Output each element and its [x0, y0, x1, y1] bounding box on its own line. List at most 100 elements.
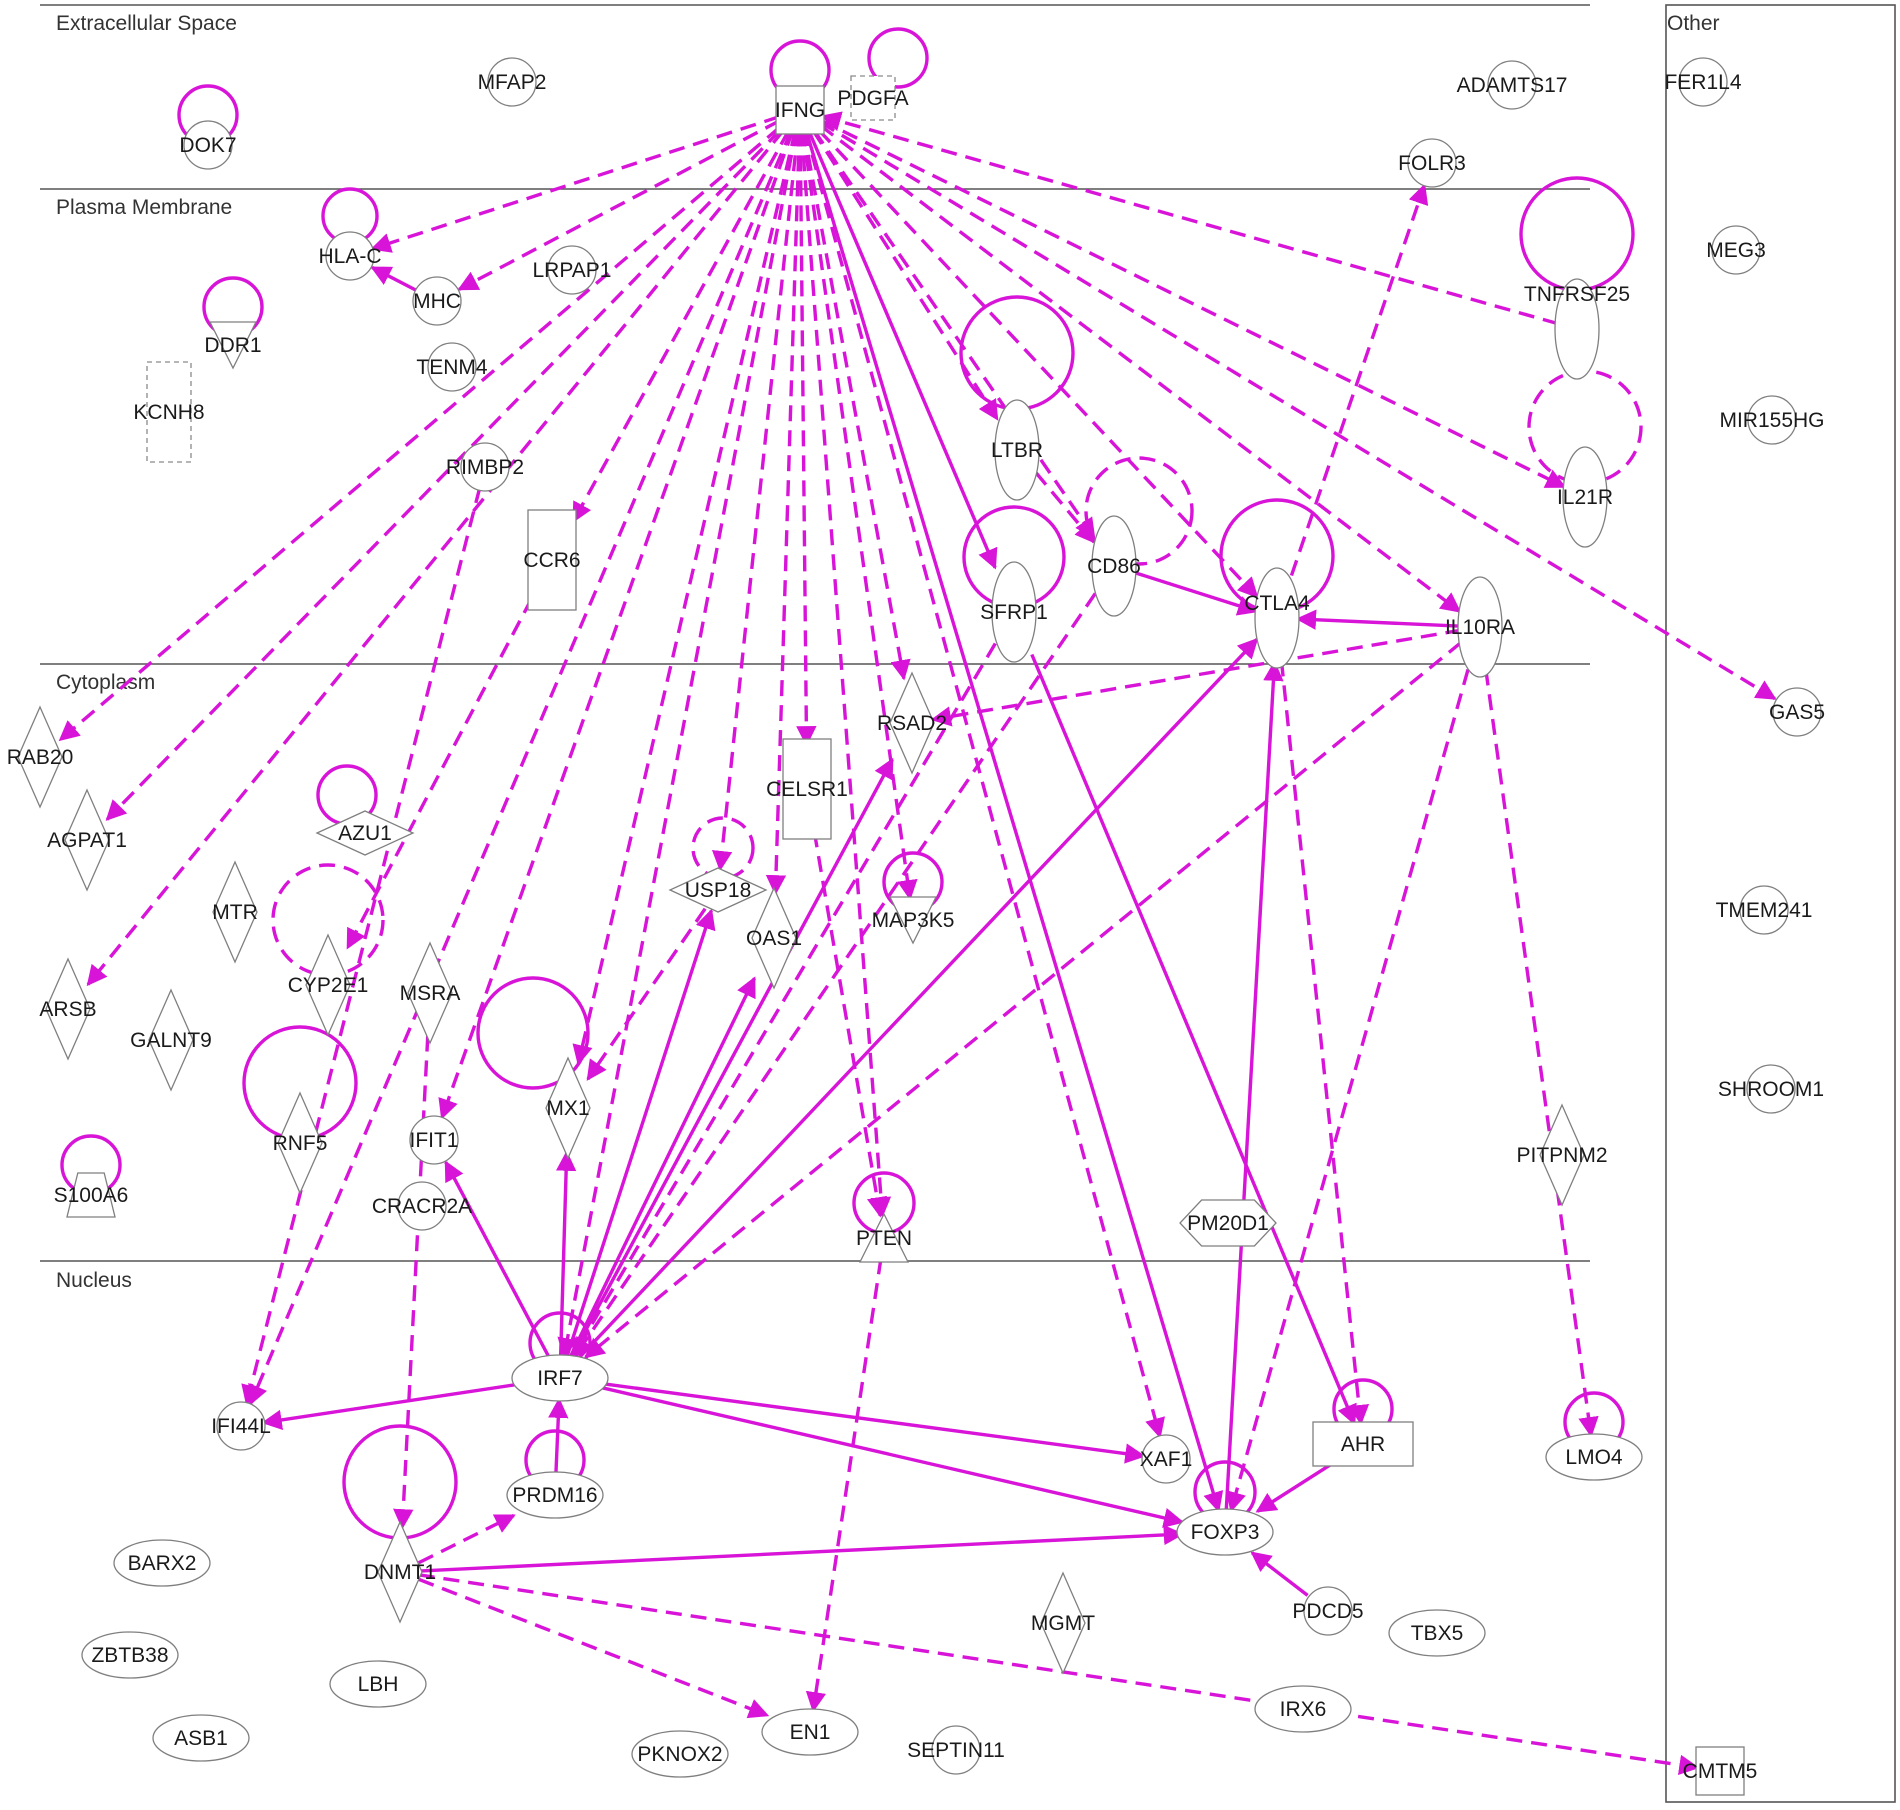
node-dnmt1[interactable]: DNMT1: [364, 1520, 436, 1624]
node-mx1[interactable]: MX1: [545, 1056, 591, 1160]
node-dok7[interactable]: DOK7: [179, 120, 237, 170]
node-mhc[interactable]: MHC: [412, 276, 462, 326]
node-rab20[interactable]: RAB20: [7, 705, 74, 809]
node-label-oas1: OAS1: [746, 927, 802, 950]
node-mir155hg[interactable]: MIR155HG: [1719, 395, 1825, 445]
node-en1[interactable]: EN1: [761, 1708, 859, 1756]
node-tnfrsf25[interactable]: TNFRSF25: [1524, 278, 1630, 380]
edge-ifng-to-ifit1: [438, 129, 795, 1120]
node-label-mgmt: MGMT: [1031, 1612, 1095, 1635]
node-rnf5[interactable]: RNF5: [273, 1091, 328, 1195]
node-galnt9[interactable]: GALNT9: [130, 988, 212, 1092]
node-folr3[interactable]: FOLR3: [1398, 138, 1466, 188]
node-cracr2a[interactable]: CRACR2A: [372, 1181, 472, 1231]
node-shape-cmtm5: [1695, 1746, 1745, 1796]
node-pknox2[interactable]: PKNOX2: [631, 1730, 729, 1778]
node-shape-dok7: [183, 120, 233, 170]
node-mgmt[interactable]: MGMT: [1031, 1571, 1095, 1675]
node-shape-barx2: [113, 1539, 211, 1587]
node-label-adamts17: ADAMTS17: [1457, 74, 1568, 97]
node-ccr6[interactable]: CCR6: [523, 509, 581, 611]
node-irx6[interactable]: IRX6: [1254, 1685, 1352, 1733]
node-msra[interactable]: MSRA: [400, 941, 461, 1045]
node-shape-folr3: [1407, 138, 1457, 188]
node-label-rnf5: RNF5: [273, 1132, 328, 1155]
node-barx2[interactable]: BARX2: [113, 1539, 211, 1587]
node-label-ifng: IFNG: [775, 99, 825, 122]
node-meg3[interactable]: MEG3: [1706, 225, 1766, 275]
node-prdm16[interactable]: PRDM16: [506, 1471, 604, 1519]
node-zbtb38[interactable]: ZBTB38: [81, 1631, 179, 1679]
node-usp18[interactable]: USP18: [668, 867, 768, 913]
node-shroom1[interactable]: SHROOM1: [1718, 1064, 1824, 1114]
node-label-rab20: RAB20: [7, 746, 74, 769]
node-shape-celsr1: [782, 738, 832, 840]
node-shape-usp18: [668, 867, 768, 913]
node-pten[interactable]: PTEN: [856, 1212, 912, 1263]
node-xaf1[interactable]: XAF1: [1140, 1434, 1193, 1484]
node-label-ahr: AHR: [1341, 1433, 1385, 1456]
node-cd86[interactable]: CD86: [1087, 515, 1141, 617]
edge-usp18-to-mx1: [586, 907, 707, 1081]
node-gas5[interactable]: GAS5: [1769, 687, 1825, 737]
node-s100a6[interactable]: S100A6: [54, 1172, 129, 1218]
node-irf7[interactable]: IRF7: [511, 1354, 609, 1402]
node-arsb[interactable]: ARSB: [39, 957, 97, 1061]
node-pm20d1[interactable]: PM20D1: [1179, 1199, 1277, 1247]
node-septin11[interactable]: SEPTIN11: [907, 1725, 1005, 1775]
node-ifi44l[interactable]: IFI44L: [211, 1401, 271, 1451]
node-il21r[interactable]: IL21R: [1557, 446, 1613, 548]
node-ahr[interactable]: AHR: [1312, 1421, 1414, 1467]
node-kcnh8[interactable]: KCNH8: [133, 361, 205, 463]
edge-ahr-to-foxp3: [1255, 1461, 1335, 1513]
node-oas1[interactable]: OAS1: [746, 886, 802, 990]
node-tbx5[interactable]: TBX5: [1388, 1609, 1486, 1657]
node-foxp3[interactable]: FOXP3: [1176, 1508, 1274, 1556]
node-lmo4[interactable]: LMO4: [1545, 1433, 1643, 1481]
node-fer1l4[interactable]: FER1L4: [1664, 57, 1742, 107]
node-ddr1[interactable]: DDR1: [204, 321, 262, 370]
node-pitpnm2[interactable]: PITPNM2: [1516, 1103, 1608, 1207]
edge-irf7-to-rsad2: [569, 757, 894, 1360]
node-shape-ifng: [775, 85, 825, 135]
node-sfrp1[interactable]: SFRP1: [980, 561, 1048, 663]
node-shape-fer1l4: [1678, 57, 1728, 107]
node-rsad2[interactable]: RSAD2: [877, 671, 947, 775]
edge-irf7-to-oas1: [567, 976, 756, 1360]
node-label-lmo4: LMO4: [1565, 1446, 1623, 1469]
self-loop-cd86: [1084, 456, 1194, 566]
node-shape-cracr2a: [397, 1181, 447, 1231]
node-agpat1[interactable]: AGPAT1: [47, 788, 127, 892]
node-ifng[interactable]: IFNG: [775, 85, 825, 135]
node-shape-pm20d1: [1179, 1199, 1277, 1247]
node-mtr[interactable]: MTR: [212, 860, 258, 964]
node-ltbr[interactable]: LTBR: [991, 399, 1043, 501]
node-pdgfa[interactable]: PDGFA: [837, 75, 909, 121]
node-hla-c[interactable]: HLA-C: [318, 231, 382, 281]
node-shape-rnf5: [277, 1091, 323, 1195]
edge-ccr6-to-cyp2e1: [346, 597, 534, 950]
node-azu1[interactable]: AZU1: [315, 810, 415, 856]
node-label-ctla4: CTLA4: [1244, 592, 1310, 615]
edge-irf7-to-foxp3: [600, 1385, 1185, 1528]
node-asb1[interactable]: ASB1: [152, 1714, 250, 1762]
node-shape-mir155hg: [1747, 395, 1797, 445]
node-mfap2[interactable]: MFAP2: [478, 57, 547, 107]
node-lrpap1[interactable]: LRPAP1: [533, 245, 612, 295]
node-il10ra[interactable]: IL10RA: [1445, 576, 1515, 678]
node-cyp2e1[interactable]: CYP2E1: [288, 933, 369, 1037]
node-tenm4[interactable]: TENM4: [416, 342, 488, 392]
node-celsr1[interactable]: CELSR1: [766, 738, 848, 840]
node-rimbp2[interactable]: RIMBP2: [446, 442, 524, 492]
node-cmtm5[interactable]: CMTM5: [1683, 1746, 1758, 1796]
node-label-irf7: IRF7: [537, 1367, 583, 1390]
node-ctla4[interactable]: CTLA4: [1244, 567, 1310, 669]
node-lbh[interactable]: LBH: [329, 1660, 427, 1708]
node-label-arsb: ARSB: [39, 998, 96, 1021]
node-tmem241[interactable]: TMEM241: [1716, 885, 1813, 935]
node-pdcd5[interactable]: PDCD5: [1292, 1586, 1364, 1636]
node-adamts17[interactable]: ADAMTS17: [1457, 60, 1568, 110]
node-label-septin11: SEPTIN11: [907, 1739, 1005, 1762]
node-ifit1[interactable]: IFIT1: [409, 1115, 459, 1165]
node-map3k5[interactable]: MAP3K5: [872, 896, 955, 945]
